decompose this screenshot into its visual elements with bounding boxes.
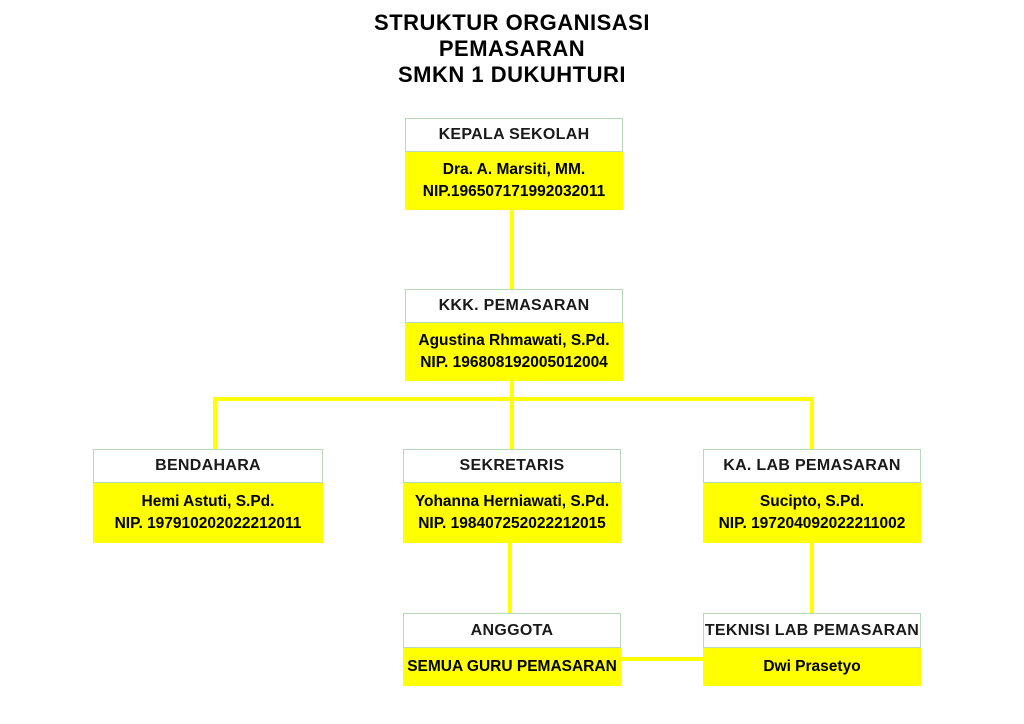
node-bendahara-body: Hemi Astuti, S.Pd. NIP. 1979102020222120…	[93, 483, 323, 543]
person-name: Dra. A. Marsiti, MM.	[442, 161, 586, 178]
member-label: SEMUA GURU PEMASARAN	[407, 658, 617, 675]
title-line-2: PEMASARAN	[438, 36, 586, 61]
node-bendahara-title: BENDAHARA	[93, 449, 323, 483]
node-teknisi-lab-pemasaran-body: Dwi Prasetyo	[703, 648, 921, 686]
person-nip: NIP. 197910202022212011	[114, 515, 302, 532]
node-kkk-pemasaran: KKK. PEMASARAN Agustina Rhmawati, S.Pd. …	[405, 289, 623, 381]
node-sekretaris-title: SEKRETARIS	[403, 449, 621, 483]
title-line-3: SMKN 1 DUKUHTURI	[398, 62, 626, 87]
connector-sekretaris-to-anggota	[508, 543, 512, 613]
connector-drop-sekretaris	[510, 397, 514, 449]
connector-kalab-to-teknisi	[810, 543, 814, 613]
title-line-1: STRUKTUR ORGANISASI	[374, 10, 650, 35]
connector-kepala-to-kkk	[510, 209, 514, 289]
node-kepala-sekolah-title: KEPALA SEKOLAH	[405, 118, 623, 152]
connector-drop-bendahara	[213, 397, 217, 449]
person-nip: NIP. 197204092022211002	[718, 515, 906, 532]
node-kkk-pemasaran-title: KKK. PEMASARAN	[405, 289, 623, 323]
node-kepala-sekolah-body: Dra. A. Marsiti, MM. NIP.196507171992032…	[405, 152, 623, 210]
node-sekretaris-body: Yohanna Herniawati, S.Pd. NIP. 198407252…	[403, 483, 621, 543]
node-ka-lab-pemasaran: KA. LAB PEMASARAN Sucipto, S.Pd. NIP. 19…	[703, 449, 921, 543]
page-title: STRUKTUR ORGANISASI PEMASARAN SMKN 1 DUK…	[0, 10, 1024, 88]
node-bendahara: BENDAHARA Hemi Astuti, S.Pd. NIP. 197910…	[93, 449, 323, 543]
person-nip: NIP. 198407252022212015	[418, 515, 606, 532]
node-title-label: KEPALA SEKOLAH	[438, 126, 590, 143]
node-kepala-sekolah: KEPALA SEKOLAH Dra. A. Marsiti, MM. NIP.…	[405, 118, 623, 210]
person-nip: NIP. 196808192005012004	[420, 354, 608, 371]
node-ka-lab-pemasaran-body: Sucipto, S.Pd. NIP. 197204092022211002	[703, 483, 921, 543]
node-sekretaris: SEKRETARIS Yohanna Herniawati, S.Pd. NIP…	[403, 449, 621, 543]
person-nip: NIP.196507171992032011	[422, 183, 606, 200]
node-title-label: TEKNISI LAB PEMASARAN	[704, 621, 920, 639]
connector-anggota-to-teknisi	[620, 657, 704, 661]
person-name: Yohanna Herniawati, S.Pd.	[414, 493, 610, 510]
node-anggota-body: SEMUA GURU PEMASARAN	[403, 648, 621, 686]
node-title-label: ANGGOTA	[470, 621, 554, 639]
node-ka-lab-pemasaran-title: KA. LAB PEMASARAN	[703, 449, 921, 483]
member-label: Dwi Prasetyo	[763, 658, 861, 675]
node-anggota: ANGGOTA SEMUA GURU PEMASARAN	[403, 613, 621, 686]
connector-kkk-down	[510, 381, 514, 399]
node-title-label: KKK. PEMASARAN	[438, 297, 590, 314]
node-kkk-pemasaran-body: Agustina Rhmawati, S.Pd. NIP. 1968081920…	[405, 323, 623, 381]
node-title-label: SEKRETARIS	[459, 457, 565, 474]
node-teknisi-lab-pemasaran: TEKNISI LAB PEMASARAN Dwi Prasetyo	[703, 613, 921, 686]
node-title-label: BENDAHARA	[155, 457, 261, 474]
connector-drop-kalab	[810, 397, 814, 449]
node-teknisi-lab-pemasaran-title: TEKNISI LAB PEMASARAN	[703, 613, 921, 648]
person-name: Sucipto, S.Pd.	[759, 493, 865, 510]
person-name: Hemi Astuti, S.Pd.	[141, 493, 275, 510]
node-anggota-title: ANGGOTA	[403, 613, 621, 648]
node-title-label: KA. LAB PEMASARAN	[723, 457, 901, 474]
person-name: Agustina Rhmawati, S.Pd.	[418, 332, 610, 349]
